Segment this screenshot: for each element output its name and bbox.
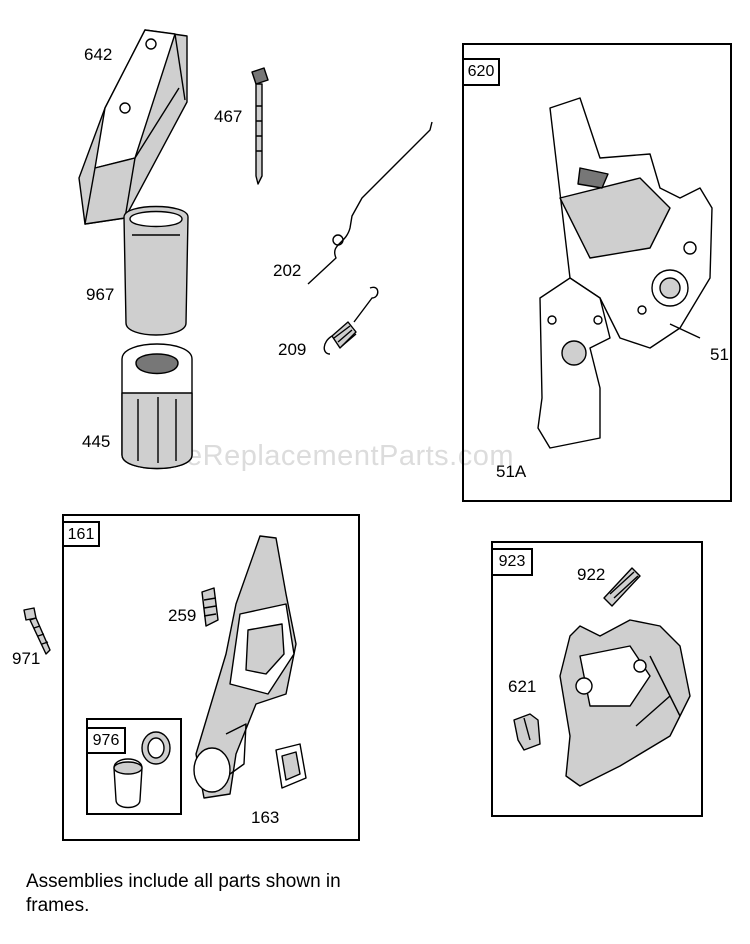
frame-tag-923: 923	[491, 548, 533, 576]
assembly-frame-620	[462, 43, 732, 502]
bolt-drawing[interactable]	[20, 606, 60, 658]
control-bracket-drawing[interactable]	[530, 97, 725, 458]
float-bowl-drawing[interactable]	[106, 728, 178, 810]
part-51-label: 51	[710, 345, 729, 364]
air-filter-drawing[interactable]	[118, 343, 196, 471]
part-259-label: 259	[168, 606, 197, 625]
part-445-label: 445	[82, 432, 111, 451]
part-642-label: 642	[84, 45, 113, 64]
gasket-drawing[interactable]	[270, 742, 310, 792]
governor-spring-922-drawing[interactable]	[596, 560, 646, 610]
governor-spring-drawing[interactable]	[314, 282, 384, 362]
frame-tag-161: 161	[62, 521, 100, 547]
carburetor-drawing[interactable]	[186, 534, 316, 804]
part-971-label: 971	[12, 649, 41, 668]
part-209-label: 209	[278, 340, 307, 359]
lever-621-drawing[interactable]	[510, 710, 546, 752]
frame-tag-620: 620	[462, 58, 500, 86]
assemblies-note: Assemblies include all parts shown in fr…	[26, 871, 341, 916]
part-163-label: 163	[251, 808, 280, 827]
part-202-label: 202	[273, 261, 302, 280]
part-967-label: 967	[86, 285, 115, 304]
part-51a-label: 51A	[496, 462, 527, 481]
air-cleaner-cover-drawing[interactable]	[75, 28, 205, 228]
watermark: eReplacementParts.com	[186, 440, 515, 472]
part-621-label: 621	[508, 677, 537, 696]
assembly-frame-161	[62, 514, 360, 841]
part-922-label: 922	[577, 565, 606, 584]
frame-tag-976: 976	[86, 727, 126, 754]
screw-drawing[interactable]	[244, 66, 272, 186]
assembly-frame-923	[491, 541, 703, 817]
pre-cleaner-drawing[interactable]	[118, 205, 198, 340]
assembly-frame-976	[86, 718, 182, 815]
governor-control-drawing[interactable]	[540, 616, 700, 791]
governor-link-drawing[interactable]	[300, 118, 440, 288]
part-467-label: 467	[214, 107, 243, 126]
nozzle-drawing[interactable]	[198, 586, 220, 628]
